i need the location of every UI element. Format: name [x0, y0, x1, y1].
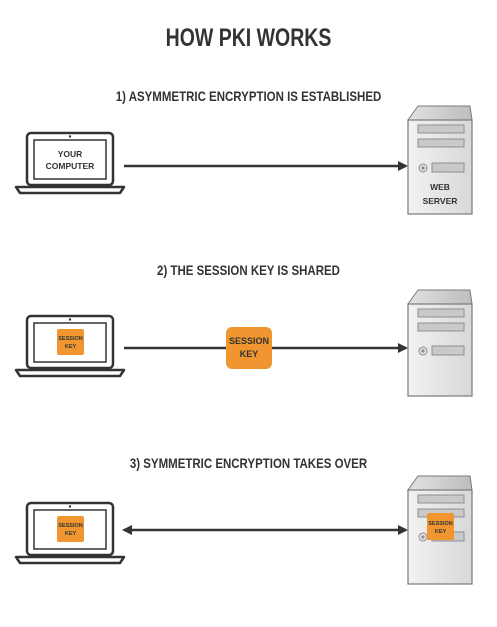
session-key-badge-in-transit: SESSION KEY: [226, 327, 272, 369]
step-1-group: YOUR COMPUTER WEB SERVER: [14, 105, 473, 215]
key-label-text: KEY: [65, 531, 77, 537]
step-3-label: 3) SYMMETRIC ENCRYPTION TAKES OVER: [129, 455, 368, 471]
key-label-text: SESSION: [428, 521, 452, 527]
server-icon: SESSION KEY: [407, 475, 473, 585]
server-label-line-2: SERVER: [423, 196, 458, 206]
step-2-label: 2) THE SESSION KEY IS SHARED: [157, 262, 340, 278]
key-label-text: SESSION: [58, 523, 82, 529]
session-key-badge: SESSION KEY: [57, 516, 84, 542]
step-2-group: SESSION KEY SESSION KEY: [14, 289, 473, 397]
key-label-text: KEY: [240, 349, 259, 359]
laptop-icon: SESSION KEY: [14, 501, 126, 565]
laptop-icon: SESSION KEY: [14, 314, 126, 378]
key-label-text: KEY: [435, 529, 447, 535]
laptop-icon: YOUR COMPUTER: [14, 131, 126, 195]
page-title: HOW PKI WORKS: [165, 24, 332, 52]
step-1-label: 1) ASYMMETRIC ENCRYPTION IS ESTABLISHED: [115, 88, 382, 104]
key-label-text: KEY: [65, 344, 77, 350]
session-key-badge: SESSION KEY: [427, 513, 454, 540]
server-label-line-1: WEB: [430, 182, 450, 192]
server-icon: WEB SERVER: [407, 105, 473, 215]
server-icon: [407, 289, 473, 397]
laptop-label-line-1: YOUR: [58, 149, 83, 159]
step-3-group: SESSION KEY SESSION KEY: [14, 475, 473, 585]
laptop-label-line-2: COMPUTER: [46, 161, 95, 171]
session-key-badge: SESSION KEY: [57, 329, 84, 355]
key-label-text: SESSION: [229, 336, 269, 346]
key-label-text: SESSION: [58, 336, 82, 342]
